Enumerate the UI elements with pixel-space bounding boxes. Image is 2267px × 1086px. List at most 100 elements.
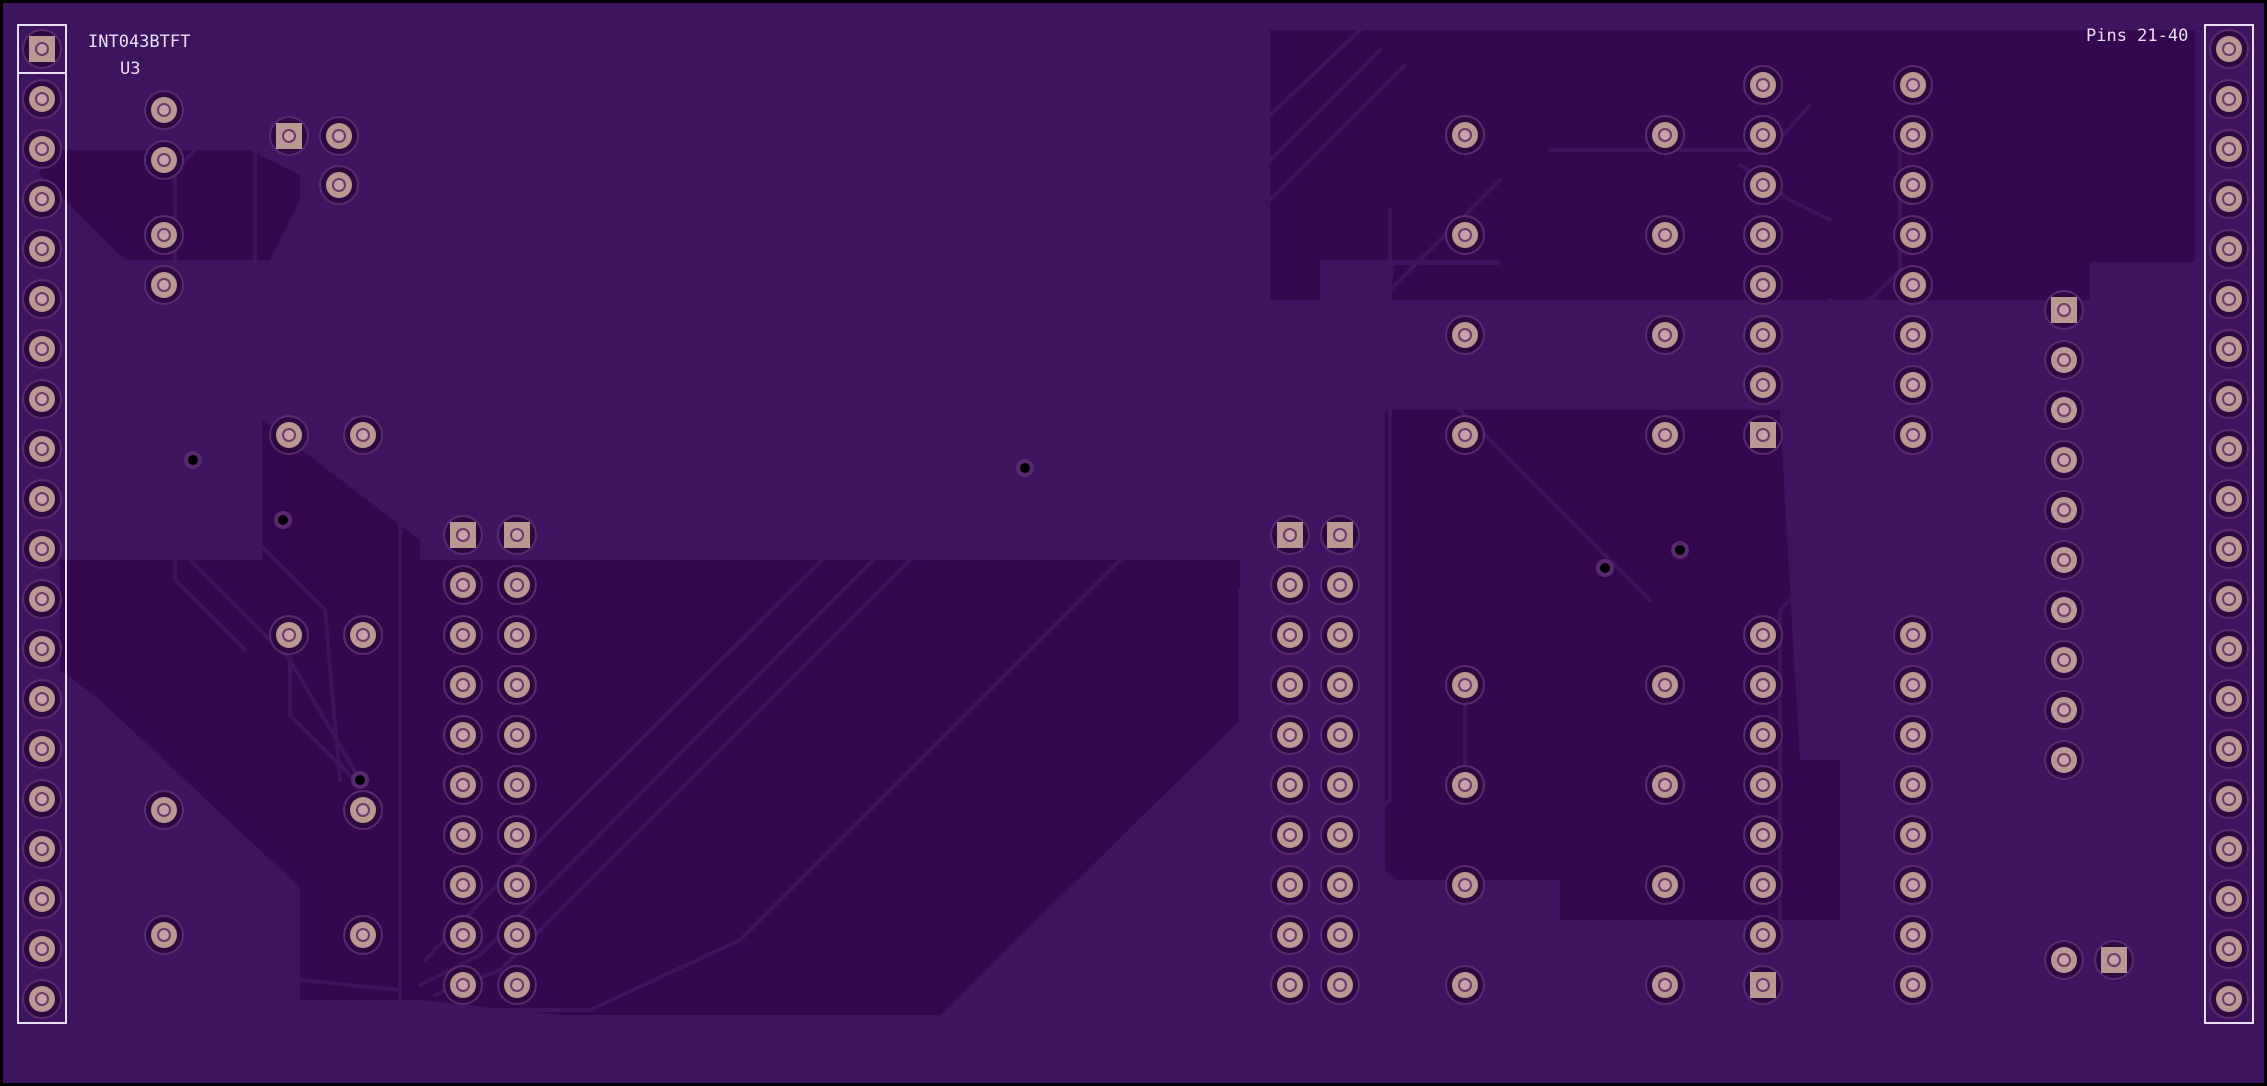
- header-outlines: [17, 24, 2254, 1024]
- left-header-pad-drill: [35, 542, 49, 556]
- header-a-pad-drill: [510, 528, 524, 542]
- header-a-pad-drill: [456, 578, 470, 592]
- component-pad-drill: [1658, 228, 1672, 242]
- right-header-pad-drill: [2222, 542, 2236, 556]
- component-pad-drill: [1458, 128, 1472, 142]
- component-pad-drill: [356, 803, 370, 817]
- ic1-pad-drill: [1756, 278, 1770, 292]
- trace: [1283, 208, 1392, 882]
- header-b-pad-drill: [1283, 978, 1297, 992]
- header-b-pad-drill: [1333, 928, 1347, 942]
- sip-pad-drill: [2057, 753, 2071, 767]
- right-header-pad-drill: [2222, 92, 2236, 106]
- header-b-pad-drill: [1283, 628, 1297, 642]
- header-a-pad-drill: [510, 628, 524, 642]
- header-a-pad-drill: [456, 778, 470, 792]
- copper-pour-region: [1390, 265, 2090, 300]
- ic2-pad-drill: [1756, 878, 1770, 892]
- right-header-pad-drill: [2222, 242, 2236, 256]
- left-header-pad-drill: [35, 842, 49, 856]
- jumper-pad-drill: [2107, 953, 2121, 967]
- sip-pad-drill: [2057, 303, 2071, 317]
- right-header-pad-drill: [2222, 42, 2236, 56]
- trace: [58, 178, 1502, 1012]
- header-a-pad-drill: [456, 878, 470, 892]
- ic2-pad-drill: [1906, 928, 1920, 942]
- ic2-pad-drill: [1756, 628, 1770, 642]
- header-b-pad-drill: [1333, 578, 1347, 592]
- header-a-pad-drill: [510, 978, 524, 992]
- header-b-pad-drill: [1283, 928, 1297, 942]
- left-header-pad-drill: [35, 642, 49, 656]
- via: [1020, 463, 1030, 473]
- component-pad-drill: [356, 628, 370, 642]
- header-b-pad-drill: [1333, 878, 1347, 892]
- header-a-pad-drill: [510, 728, 524, 742]
- component-pad-drill: [157, 803, 171, 817]
- left-header-pad-drill: [35, 342, 49, 356]
- header-a-pad-drill: [456, 978, 470, 992]
- sip-pad-drill: [2057, 453, 2071, 467]
- header-a-pad-drill: [456, 928, 470, 942]
- right-header-pad-drill: [2222, 842, 2236, 856]
- right-header-pad-drill: [2222, 142, 2236, 156]
- ic1-pad-drill: [1756, 378, 1770, 392]
- component-pad-drill: [1458, 878, 1472, 892]
- right-header-pad-drill: [2222, 192, 2236, 206]
- ic1-pad-drill: [1756, 78, 1770, 92]
- header-b-pad-drill: [1283, 728, 1297, 742]
- via: [1675, 545, 1685, 555]
- pin1-marker: [17, 24, 67, 74]
- component-pad-drill: [282, 628, 296, 642]
- copper-pour-region: [1270, 30, 2195, 300]
- header-a-pad-drill: [456, 828, 470, 842]
- component-pad-drill: [1658, 128, 1672, 142]
- component-pad-drill: [157, 928, 171, 942]
- header-b-pad-drill: [1333, 628, 1347, 642]
- trace: [253, 143, 342, 782]
- trace: [418, 48, 1382, 987]
- left-header-pad-drill: [35, 592, 49, 606]
- component-value-label: INT043BTFT: [88, 32, 190, 52]
- component-pad-drill: [1458, 778, 1472, 792]
- component-pad-drill: [1658, 678, 1672, 692]
- right-header-pad-drill: [2222, 642, 2236, 656]
- ic2-pad-drill: [1906, 778, 1920, 792]
- header-b-pad-drill: [1283, 828, 1297, 842]
- trace: [423, 28, 1362, 962]
- component-pad-drill: [1658, 428, 1672, 442]
- right-header-pad-drill: [2222, 342, 2236, 356]
- sip-pad-drill: [2057, 703, 2071, 717]
- header-b-pad-drill: [1333, 978, 1347, 992]
- ic2-pad-drill: [1906, 678, 1920, 692]
- copper-pour-region: [1560, 760, 1840, 920]
- ic1-pad-drill: [1906, 328, 1920, 342]
- component-pad-drill: [1458, 228, 1472, 242]
- ic1-pad-drill: [1906, 428, 1920, 442]
- header-b-pad-drill: [1333, 828, 1347, 842]
- trace: [1378, 328, 1652, 602]
- right-header-pad-drill: [2222, 692, 2236, 706]
- header-a-pad-drill: [510, 878, 524, 892]
- right-header-pad-drill: [2222, 892, 2236, 906]
- trace: [1843, 538, 1882, 937]
- ic2-pad-drill: [1756, 778, 1770, 792]
- component-pad-drill: [332, 129, 346, 143]
- trace: [1338, 948, 1762, 957]
- ic2-pad-drill: [1756, 928, 1770, 942]
- vias: [184, 451, 1689, 789]
- left-header-pad-drill: [35, 892, 49, 906]
- component-pad-drill: [1658, 778, 1672, 792]
- header-a-pad-drill: [456, 678, 470, 692]
- component-pad-drill: [157, 228, 171, 242]
- right-header-pad-drill: [2222, 792, 2236, 806]
- trace: [288, 638, 362, 787]
- via: [355, 775, 365, 785]
- sip-pad-drill: [2057, 353, 2071, 367]
- header-a-pad-drill: [456, 628, 470, 642]
- ic1-pad-drill: [1906, 278, 1920, 292]
- sip-pad-drill: [2057, 403, 2071, 417]
- jumper-pad-drill: [2057, 953, 2071, 967]
- ic1-pad-drill: [1756, 178, 1770, 192]
- ic2-pad-drill: [1756, 978, 1770, 992]
